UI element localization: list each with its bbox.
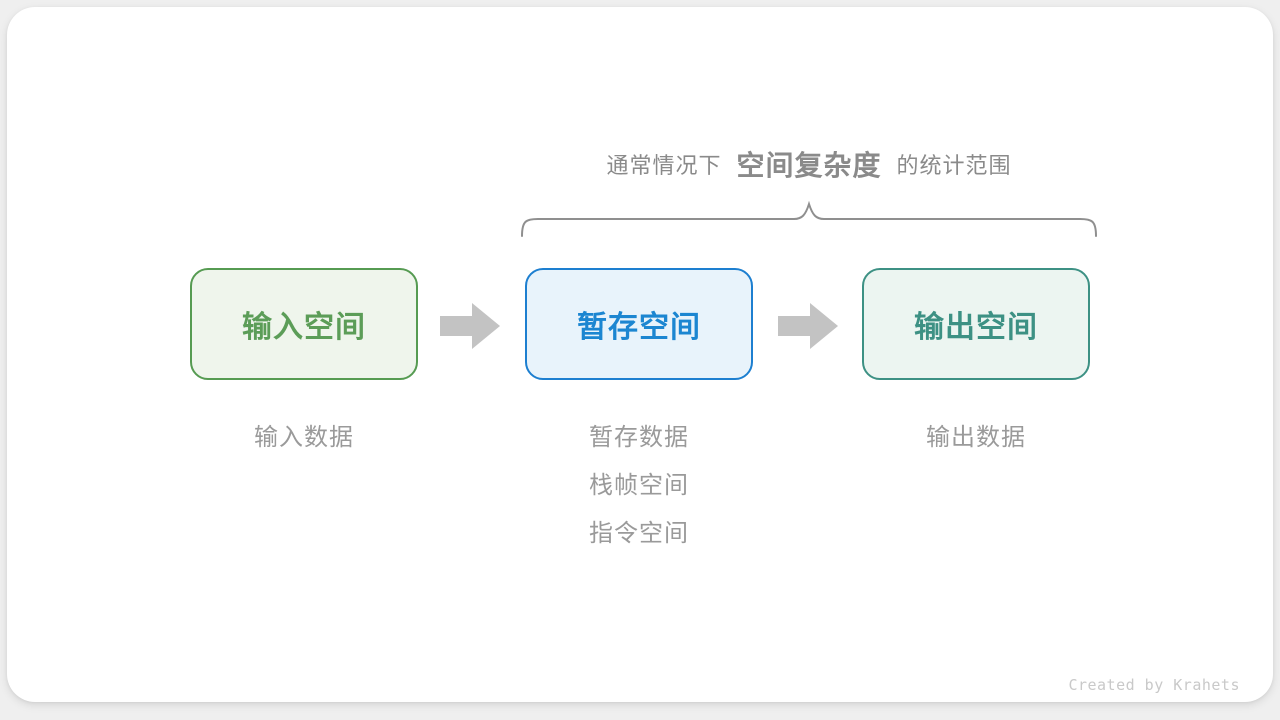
caption-highlight: 空间复杂度 (736, 150, 882, 181)
node-output-space-label: 输出空间 (914, 311, 1038, 344)
annotation-temp-data: 暂存数据 (589, 424, 689, 451)
arrow-right-icon (778, 303, 838, 349)
curly-brace-icon (521, 200, 1097, 237)
caption: 通常情况下 空间复杂度 的统计范围 (521, 144, 1097, 184)
caption-suffix: 的统计范围 (896, 153, 1012, 178)
node-temp-space: 暂存空间 (525, 268, 753, 380)
arrow-right-shape (778, 303, 838, 349)
arrow-right-icon (440, 303, 500, 349)
node-temp-space-label: 暂存空间 (577, 311, 701, 344)
node-input-space: 输入空间 (190, 268, 418, 380)
annotation-instruction-space: 指令空间 (589, 520, 689, 547)
annotation-temp-list: 暂存数据 栈帧空间 指令空间 (525, 414, 753, 558)
annotation-output-data: 输出数据 (926, 424, 1026, 451)
annotation-input-data: 输入数据 (254, 424, 354, 451)
node-input-space-label: 输入空间 (242, 311, 366, 344)
credit-text: Created by Krahets (1068, 676, 1240, 694)
arrow-right-shape (440, 303, 500, 349)
node-output-space: 输出空间 (862, 268, 1090, 380)
caption-prefix: 通常情况下 (606, 153, 722, 178)
curly-brace-path (521, 200, 1097, 237)
annotation-stack-frame-space: 栈帧空间 (589, 472, 689, 499)
